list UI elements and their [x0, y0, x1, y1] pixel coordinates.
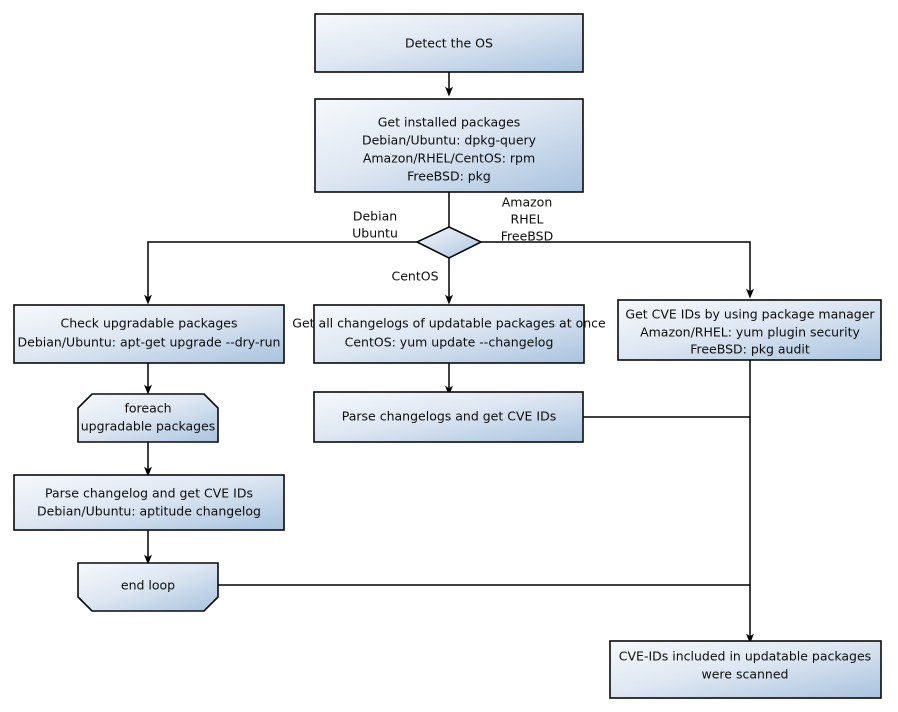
node-check-upgradable-packages-line-1: Debian/Ubuntu: apt-get upgrade --dry-run — [18, 335, 281, 350]
edge-label-debian-ubuntu-line-1: Ubuntu — [352, 226, 398, 241]
node-parse-changelog-single-line-1: Debian/Ubuntu: aptitude changelog — [37, 504, 261, 519]
node-scanned-result[interactable]: CVE-IDs included in updatable packages w… — [609, 640, 882, 699]
edge-label-centos-line-0: CentOS — [391, 269, 438, 284]
node-foreach-loop-start[interactable]: foreach upgradable packages — [77, 393, 219, 443]
node-get-cve-ids-package-manager-line-2: FreeBSD: pkg audit — [690, 342, 810, 357]
node-parse-changelog-single-line-0: Parse changelog and get CVE IDs — [45, 486, 253, 501]
edge-label-amazon-rhel-freebsd-line-0: Amazon — [502, 195, 553, 210]
node-get-installed-packages-line-1: Debian/Ubuntu: dpkg-query — [362, 133, 537, 148]
edge-label-debian-ubuntu: Debian Ubuntu — [352, 209, 398, 241]
node-get-cve-ids-package-manager-line-1: Amazon/RHEL: yum plugin security — [640, 325, 860, 340]
node-check-upgradable-packages[interactable]: Check upgradable packages Debian/Ubuntu:… — [13, 304, 285, 364]
node-scanned-result-line-1: were scanned — [702, 667, 789, 682]
node-end-loop-line-0: end loop — [121, 578, 175, 593]
edge-label-amazon-rhel-freebsd-line-1: RHEL — [511, 212, 544, 227]
node-detect-os-line-0: Detect the OS — [405, 36, 493, 51]
edge-label-centos: CentOS — [391, 269, 438, 284]
node-foreach-loop-start-line-1: upgradable packages — [81, 419, 216, 434]
edge-label-debian-ubuntu-line-0: Debian — [353, 209, 397, 224]
node-end-loop[interactable]: end loop — [77, 562, 219, 612]
edge-decision-to-debian-branch — [144, 241, 418, 305]
node-parse-changelog-single[interactable]: Parse changelog and get CVE IDs Debian/U… — [13, 474, 285, 531]
node-check-upgradable-packages-line-0: Check upgradable packages — [61, 316, 238, 331]
node-foreach-loop-start-line-0: foreach — [124, 401, 171, 416]
edge-label-amazon-rhel-freebsd-line-2: FreeBSD — [501, 229, 553, 244]
node-get-all-changelogs-line-0: Get all changelogs of updatable packages… — [292, 316, 606, 331]
edge-label-amazon-rhel-freebsd: Amazon RHEL FreeBSD — [501, 195, 553, 244]
node-get-cve-ids-package-manager[interactable]: Get CVE IDs by using package manager Ama… — [617, 299, 882, 361]
node-get-cve-ids-package-manager-line-0: Get CVE IDs by using package manager — [625, 307, 875, 322]
node-get-installed-packages-line-0: Get installed packages — [378, 115, 521, 130]
node-parse-changelogs-bulk[interactable]: Parse changelogs and get CVE IDs — [313, 391, 584, 443]
node-get-all-changelogs[interactable]: Get all changelogs of updatable packages… — [292, 304, 606, 364]
node-detect-os[interactable]: Detect the OS — [314, 13, 584, 73]
node-get-all-changelogs-line-1: CentOS: yum update --changelog — [345, 335, 554, 350]
node-scanned-result-line-0: CVE-IDs included in updatable packages — [619, 649, 871, 664]
connector-layer — [144, 72, 754, 644]
node-get-installed-packages-line-2: Amazon/RHEL/CentOS: rpm — [363, 151, 535, 166]
edge-decision-to-rpm-branch — [480, 241, 754, 299]
node-get-installed-packages[interactable]: Get installed packages Debian/Ubuntu: dp… — [314, 98, 584, 193]
node-get-installed-packages-line-3: FreeBSD: pkg — [407, 169, 491, 184]
node-parse-changelogs-bulk-line-0: Parse changelogs and get CVE IDs — [342, 409, 556, 424]
node-os-decision[interactable] — [415, 226, 483, 259]
